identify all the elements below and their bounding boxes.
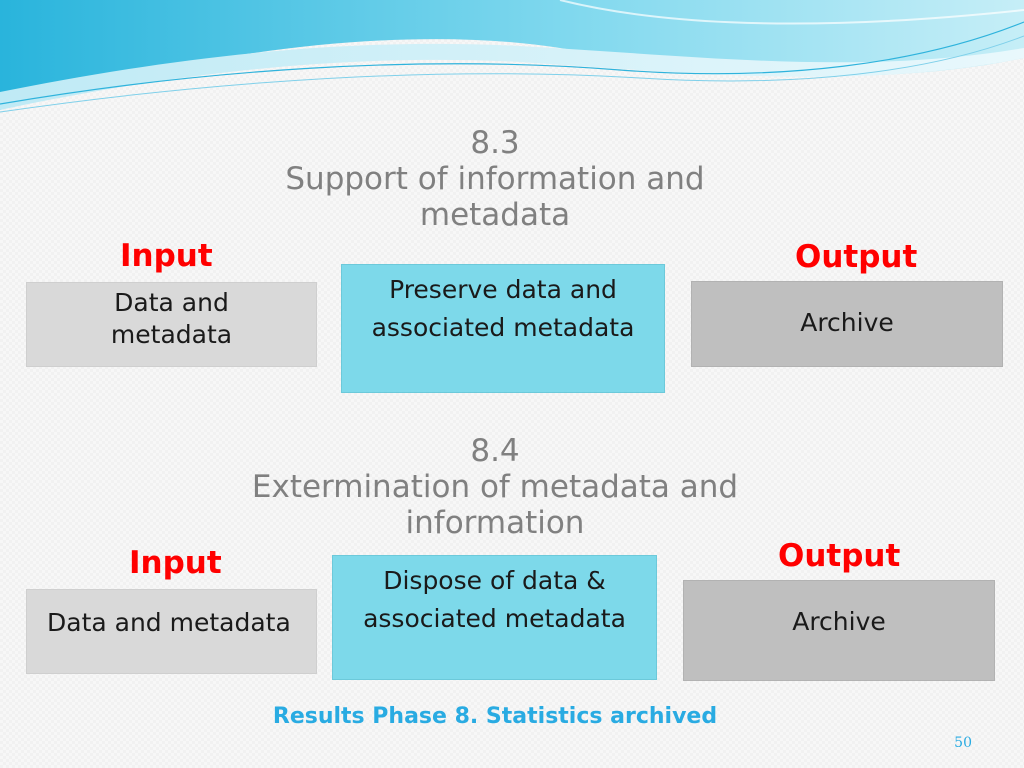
results-caption: Results Phase 8. Statistics archived: [272, 704, 718, 729]
section-title-line: Extermination of metadata and: [251, 469, 739, 505]
input-box-text: Data and: [114, 288, 229, 317]
output-box: Archive: [683, 580, 995, 681]
process-box-text: associated metadata: [371, 313, 635, 342]
section-number: 8.3: [470, 125, 520, 161]
process-box-text: Preserve data and: [389, 275, 617, 304]
input-box: Data and metadata: [26, 282, 317, 367]
section-title-line: metadata: [419, 197, 571, 233]
process-box-text: Dispose of data &: [383, 566, 606, 595]
header-wave-decoration: [0, 0, 1024, 113]
input-box-text: metadata: [110, 320, 233, 349]
input-box: Data and metadata: [26, 589, 317, 674]
output-label: Output: [795, 239, 918, 275]
output-box-text: Archive: [800, 308, 894, 337]
section-8-4-heading: 8.4 Extermination of metadata and inform…: [200, 433, 790, 541]
section-title-line: Support of information and: [285, 161, 705, 197]
input-label: Input: [129, 545, 222, 581]
section-8-3-heading: 8.3 Support of information and metadata: [200, 125, 790, 233]
output-label: Output: [778, 538, 901, 574]
input-box-text: Data and metadata: [47, 608, 291, 637]
output-box: Archive: [691, 281, 1003, 367]
process-box: Dispose of data & associated metadata: [332, 555, 657, 680]
output-box-text: Archive: [792, 607, 886, 636]
input-label: Input: [120, 238, 213, 274]
process-box-text: associated metadata: [363, 604, 626, 633]
section-number: 8.4: [470, 433, 520, 469]
process-box: Preserve data and associated metadata: [341, 264, 665, 393]
section-title-line: information: [405, 505, 585, 541]
page-number: 50: [954, 735, 972, 751]
